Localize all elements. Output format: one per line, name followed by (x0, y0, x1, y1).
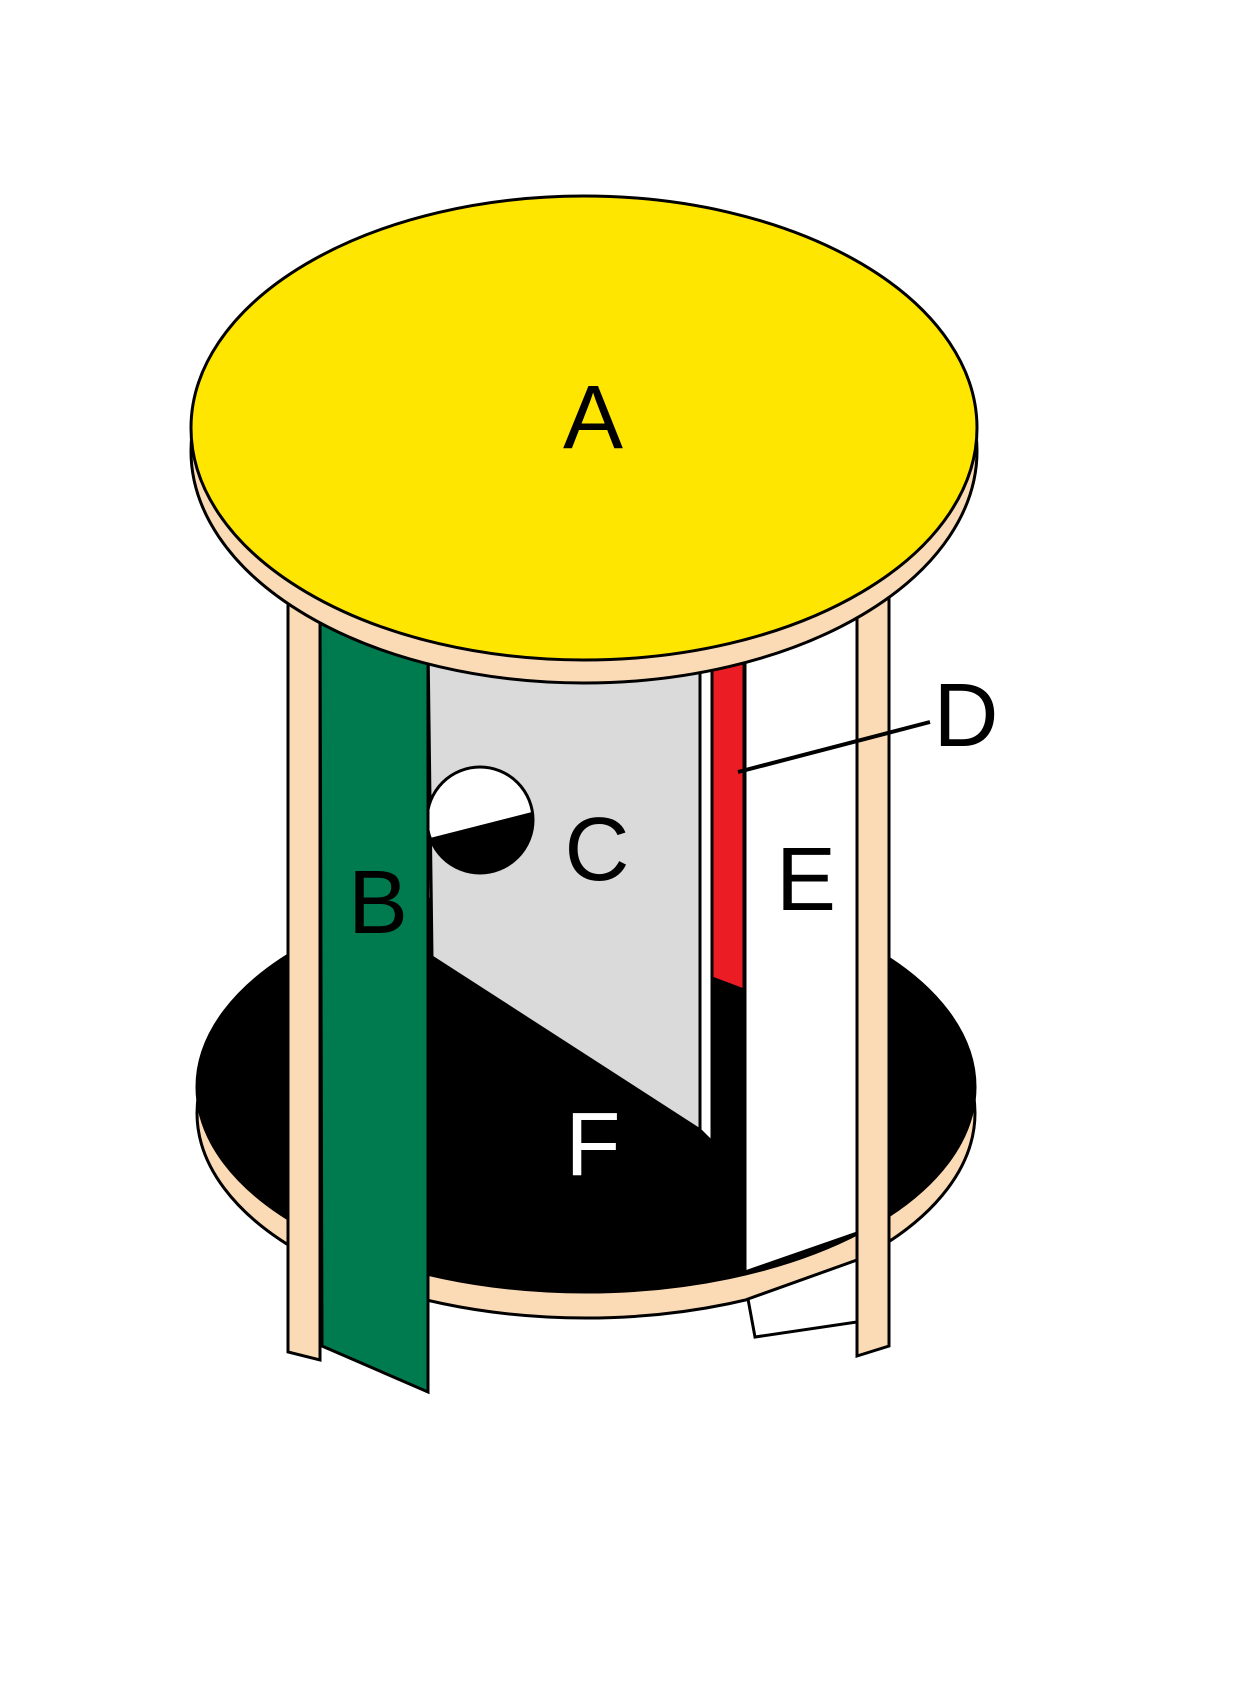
label-e: E (776, 830, 836, 930)
label-d-leader-line (737, 720, 931, 774)
label-c: C (565, 800, 630, 900)
leg-left (286, 590, 322, 1362)
label-d: D (934, 666, 999, 766)
label-a: A (563, 368, 623, 468)
panel-b (318, 603, 430, 1395)
leg-right (855, 579, 891, 1359)
panel-d (710, 651, 746, 993)
panel-c-hole-shadow (430, 812, 533, 872)
label-f: F (566, 1095, 621, 1195)
panel-e (743, 612, 859, 1275)
tabletop (189, 194, 979, 662)
label-b: B (348, 853, 408, 953)
panel-c-edge (698, 659, 714, 1146)
